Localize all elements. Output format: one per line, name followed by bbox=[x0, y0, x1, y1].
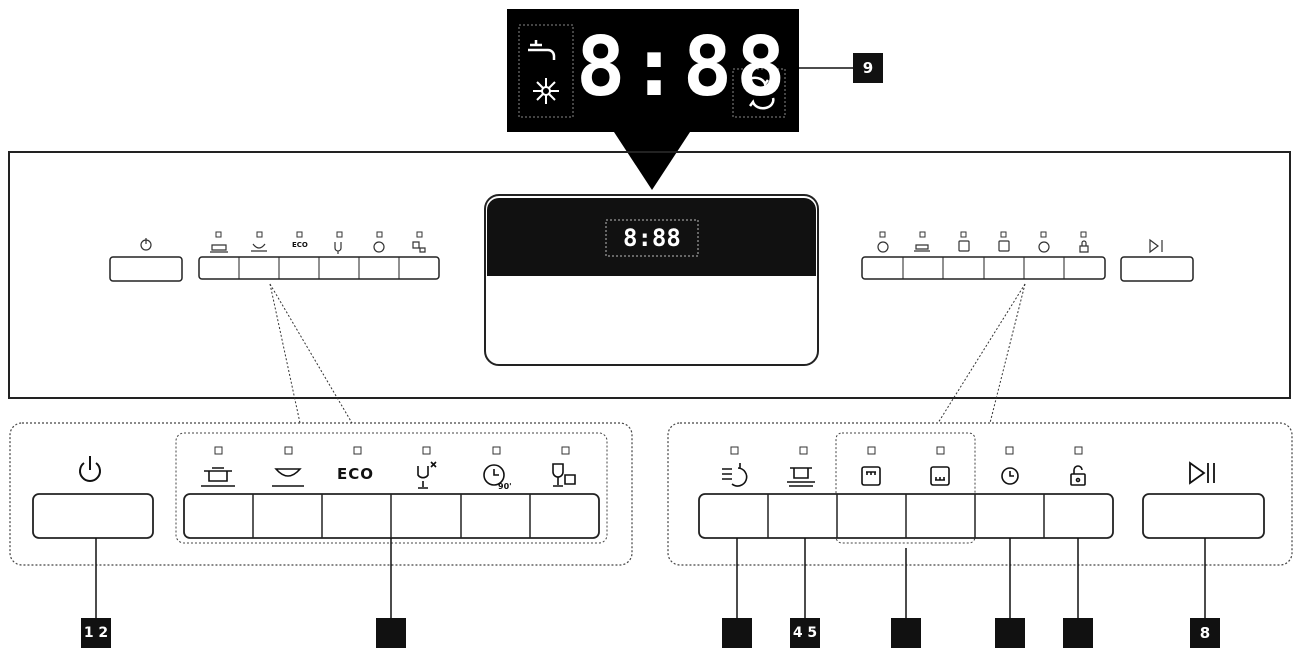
callout-lines bbox=[95, 538, 1206, 621]
salt-sparkle-icon bbox=[533, 78, 559, 104]
small-program-button-strip[interactable] bbox=[198, 256, 440, 280]
tap-icon bbox=[528, 40, 556, 60]
svg-text:90': 90' bbox=[498, 482, 512, 491]
callout-tag-1-2: 1 2 bbox=[81, 618, 111, 648]
power-button[interactable] bbox=[32, 493, 154, 539]
small-display-time-digits: 8:88 bbox=[623, 224, 681, 252]
callout-tag-3 bbox=[376, 618, 406, 648]
option-button-strip[interactable] bbox=[698, 493, 1114, 539]
normal-bowl-icon bbox=[272, 468, 304, 487]
small-option-button-strip[interactable] bbox=[861, 256, 1106, 280]
eco-icon: ECO bbox=[337, 465, 375, 483]
glass-rapid-icon bbox=[417, 461, 437, 489]
zoomed-display bbox=[507, 9, 853, 190]
main-panel bbox=[8, 151, 1291, 399]
small-power-button[interactable] bbox=[109, 256, 183, 282]
zoom-connector-lines bbox=[269, 283, 1026, 424]
intensive-pot-icon bbox=[201, 467, 235, 487]
delay-timer-icon bbox=[1001, 467, 1019, 485]
callout-tag-7b bbox=[1063, 618, 1093, 648]
start-pause-icon bbox=[1189, 461, 1215, 485]
intensive-plate-icon bbox=[787, 467, 815, 487]
start-pause-button[interactable] bbox=[1142, 493, 1265, 539]
zoomed-right-panel bbox=[667, 422, 1293, 566]
half-load-upper-icon bbox=[861, 466, 881, 486]
small-eco-icon: ECO bbox=[292, 241, 308, 249]
callout-tag-7a bbox=[995, 618, 1025, 648]
small-start-button[interactable] bbox=[1120, 256, 1194, 282]
small-indicator-leds bbox=[215, 231, 1087, 238]
program-leds bbox=[214, 446, 570, 455]
refresh-icon bbox=[743, 76, 775, 110]
callout-tag-4-5: 4 5 bbox=[790, 618, 820, 648]
small-icons bbox=[140, 238, 1163, 254]
program-button-strip[interactable] bbox=[183, 493, 600, 539]
rinse-aid-icon bbox=[722, 463, 748, 487]
power-icon bbox=[79, 456, 101, 482]
option-leds bbox=[730, 446, 1083, 455]
display-time-digits: 8:88 bbox=[576, 20, 790, 115]
glass-cup-icon bbox=[552, 463, 576, 487]
child-lock-icon bbox=[1070, 465, 1086, 486]
half-load-lower-icon bbox=[930, 466, 950, 486]
callout-tag-8: 8 bbox=[1190, 618, 1220, 648]
rapid-90-icon: 90' bbox=[483, 464, 512, 491]
callout-tag-blank-a bbox=[722, 618, 752, 648]
callout-tag-9: 9 bbox=[853, 53, 883, 83]
callout-tag-6 bbox=[891, 618, 921, 648]
